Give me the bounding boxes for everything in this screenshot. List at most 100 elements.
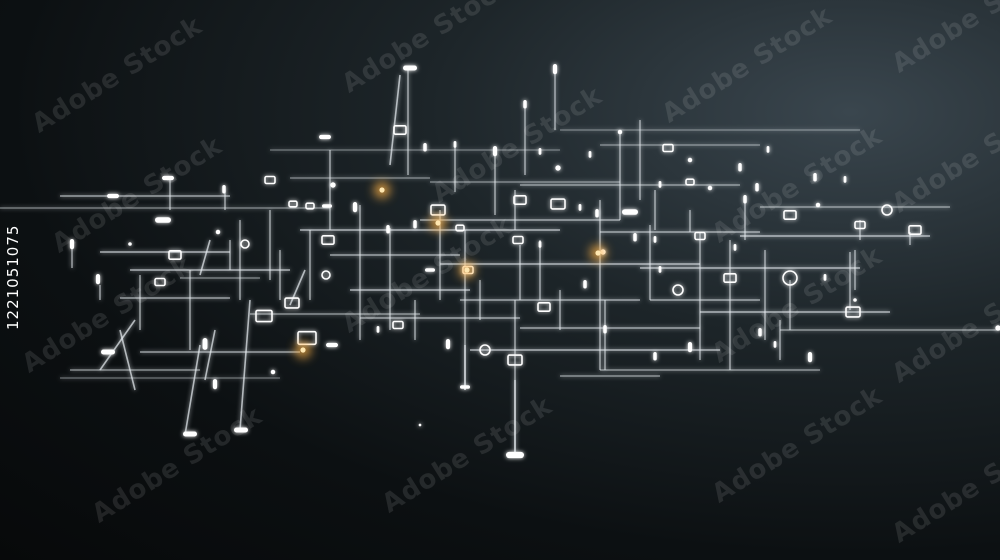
network-line bbox=[184, 344, 201, 436]
connector-pin-icon bbox=[738, 163, 742, 172]
connector-pin-icon bbox=[633, 233, 637, 242]
connector-pin-icon bbox=[758, 328, 762, 337]
accent-light-icon bbox=[379, 187, 385, 193]
device-box-icon bbox=[694, 231, 706, 241]
connector-pin-icon bbox=[453, 141, 457, 148]
device-box-icon bbox=[507, 354, 523, 366]
node-dot-icon bbox=[617, 129, 623, 135]
device-box-icon bbox=[284, 297, 300, 309]
node-ring-icon bbox=[321, 270, 331, 280]
device-box-icon bbox=[550, 198, 566, 210]
node-bar-icon bbox=[460, 385, 470, 389]
connector-pin-icon bbox=[823, 274, 827, 281]
connector-pin-icon bbox=[843, 176, 847, 183]
device-box-icon bbox=[537, 301, 551, 312]
device-box-icon bbox=[513, 195, 527, 206]
accent-light-icon bbox=[435, 220, 441, 226]
connector-pin-icon bbox=[538, 148, 542, 155]
network-line bbox=[239, 299, 251, 431]
connector-pin-icon bbox=[423, 143, 427, 152]
node-bar-icon bbox=[162, 175, 174, 181]
node-bar-icon bbox=[403, 65, 417, 71]
node-bar-icon bbox=[322, 204, 332, 208]
node-ring-icon bbox=[881, 204, 893, 216]
connector-pin-icon bbox=[733, 244, 737, 251]
accent-light-icon bbox=[300, 347, 306, 353]
device-box-icon bbox=[685, 178, 695, 186]
connector-pin-icon bbox=[595, 209, 599, 218]
connector-pin-icon bbox=[583, 280, 587, 289]
connector-pin-icon bbox=[552, 64, 558, 75]
connector-pin-icon bbox=[687, 342, 693, 353]
node-dot-icon bbox=[128, 242, 132, 246]
node-dot-icon bbox=[995, 325, 1000, 331]
node-dot-icon bbox=[270, 369, 276, 375]
connector-pin-icon bbox=[773, 341, 777, 348]
connector-pin-icon bbox=[212, 379, 218, 390]
node-bar-icon bbox=[326, 342, 338, 348]
connector-pin-icon bbox=[807, 352, 813, 363]
node-dot-icon bbox=[815, 202, 821, 208]
node-dot-icon bbox=[853, 298, 857, 302]
node-bar-icon bbox=[183, 431, 197, 437]
device-box-icon bbox=[392, 320, 404, 330]
device-box-icon bbox=[154, 277, 166, 287]
connector-pin-icon bbox=[352, 202, 358, 213]
connector-pin-icon bbox=[95, 274, 101, 285]
device-box-icon bbox=[288, 200, 298, 208]
connector-pin-icon bbox=[658, 266, 662, 273]
device-box-icon bbox=[455, 224, 465, 232]
node-dot-icon bbox=[330, 182, 336, 188]
connector-pin-icon bbox=[578, 204, 582, 211]
network-line bbox=[389, 74, 401, 166]
device-box-icon bbox=[845, 306, 861, 318]
device-box-icon bbox=[783, 210, 797, 221]
node-ring-icon bbox=[240, 239, 250, 249]
connector-pin-icon bbox=[588, 151, 592, 158]
network-line bbox=[199, 239, 211, 276]
connector-pin-icon bbox=[523, 100, 527, 109]
node-bar-icon bbox=[234, 427, 248, 433]
device-box-icon bbox=[430, 204, 446, 216]
node-dot-icon bbox=[555, 165, 561, 171]
connector-pin-icon bbox=[653, 236, 657, 243]
connector-pin-icon bbox=[202, 338, 208, 350]
node-bar-icon bbox=[155, 217, 171, 223]
node-ring-icon bbox=[672, 284, 684, 296]
device-box-icon bbox=[512, 235, 524, 245]
connector-pin-icon bbox=[413, 220, 417, 229]
node-bar-icon bbox=[622, 209, 638, 215]
device-box-icon bbox=[168, 250, 182, 261]
stock-id-label: 1221051075 bbox=[4, 224, 22, 330]
device-box-icon bbox=[908, 225, 922, 236]
accent-light-icon bbox=[595, 250, 601, 256]
network-line bbox=[289, 269, 306, 306]
network-line bbox=[204, 329, 216, 381]
connector-pin-icon bbox=[653, 352, 657, 361]
connector-pin-icon bbox=[658, 181, 662, 188]
connector-pin-icon bbox=[492, 146, 498, 157]
node-bar-icon bbox=[107, 193, 119, 199]
network-line bbox=[99, 319, 136, 371]
connector-pin-icon bbox=[813, 173, 817, 182]
node-bar-icon bbox=[319, 134, 331, 140]
device-box-icon bbox=[662, 143, 674, 153]
node-dot-icon bbox=[215, 229, 221, 235]
connector-pin-icon bbox=[386, 225, 390, 234]
connector-pin-icon bbox=[755, 183, 759, 192]
node-bar-icon bbox=[425, 268, 435, 272]
node-dot-icon bbox=[687, 157, 693, 163]
node-dot-icon bbox=[418, 423, 422, 427]
accent-light-icon bbox=[464, 267, 470, 273]
connector-pin-icon bbox=[445, 339, 451, 350]
device-box-icon bbox=[321, 235, 335, 246]
device-box-icon bbox=[393, 125, 407, 136]
connector-pin-icon bbox=[376, 326, 380, 333]
device-box-icon bbox=[264, 175, 276, 185]
connector-pin-icon bbox=[538, 241, 542, 248]
device-box-icon bbox=[305, 202, 315, 210]
connector-pin-icon bbox=[766, 146, 770, 153]
connector-pin-icon bbox=[743, 195, 747, 204]
connector-pin-icon bbox=[69, 239, 75, 250]
